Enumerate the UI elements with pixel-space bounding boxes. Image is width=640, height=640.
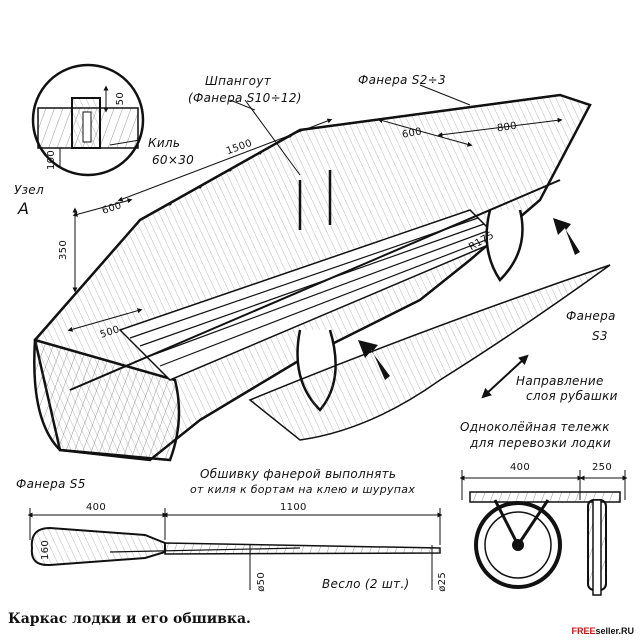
label-direction: Направление: [516, 374, 604, 388]
dim-phi25: ø25: [437, 572, 448, 592]
label-plywood-s2: Фанера S2÷3: [358, 73, 446, 87]
boat-hull: [33, 93, 592, 462]
dim-400-oar: 400: [86, 502, 106, 513]
dim-350: 350: [58, 240, 69, 260]
label-sheathing: Обшивку фанерой выполнять: [200, 467, 397, 481]
label-oar: Весло (2 шт.): [322, 577, 410, 591]
label-frame: Шпангоут: [205, 74, 272, 88]
dim-50: 50: [115, 92, 126, 106]
dim-250: 250: [592, 462, 612, 473]
label-plywood-s3: Фанера: [566, 309, 616, 323]
figure-caption: Каркас лодки и его обшивка.: [8, 611, 251, 627]
dim-160: 160: [40, 540, 51, 560]
dim-phi50: ø50: [256, 572, 267, 592]
oar-drawing: [27, 508, 443, 590]
dim-100: 100: [46, 150, 57, 170]
watermark-logo: FREEseller.RU: [571, 626, 634, 636]
label-trolley: Одноколёйная тележк: [460, 420, 610, 434]
label-sheathing-b: от киля к бортам на клею и шурупах: [190, 483, 416, 496]
label-frame-spec: (Фанера S10÷12): [188, 91, 302, 105]
label-node-letter: A: [18, 199, 30, 218]
dimension-lines: [67, 99, 563, 332]
label-plywood-s5: Фанера S5: [16, 477, 86, 491]
label-trolley-b: для перевозки лодки: [470, 436, 611, 450]
watermark-brand-red: FREE: [571, 626, 596, 636]
trolley-drawing: [459, 470, 628, 596]
assembly-arrow-1: [358, 340, 390, 380]
dim-400-trolley: 400: [510, 462, 530, 473]
leader-lines: [109, 84, 471, 176]
label-node: Узел: [14, 183, 44, 197]
label-plywood-s3-b: S3: [592, 329, 608, 343]
label-keel: Киль: [148, 136, 181, 150]
watermark-brand-black: seller.RU: [595, 626, 634, 636]
label-direction-b: слоя рубашки: [526, 389, 618, 403]
grain-direction-arrow: [481, 354, 529, 399]
label-keel-size: 60×30: [152, 153, 195, 167]
plywood-sheet-s3: [248, 264, 611, 441]
dim-1100: 1100: [280, 502, 307, 513]
assembly-arrow-2: [553, 218, 580, 255]
